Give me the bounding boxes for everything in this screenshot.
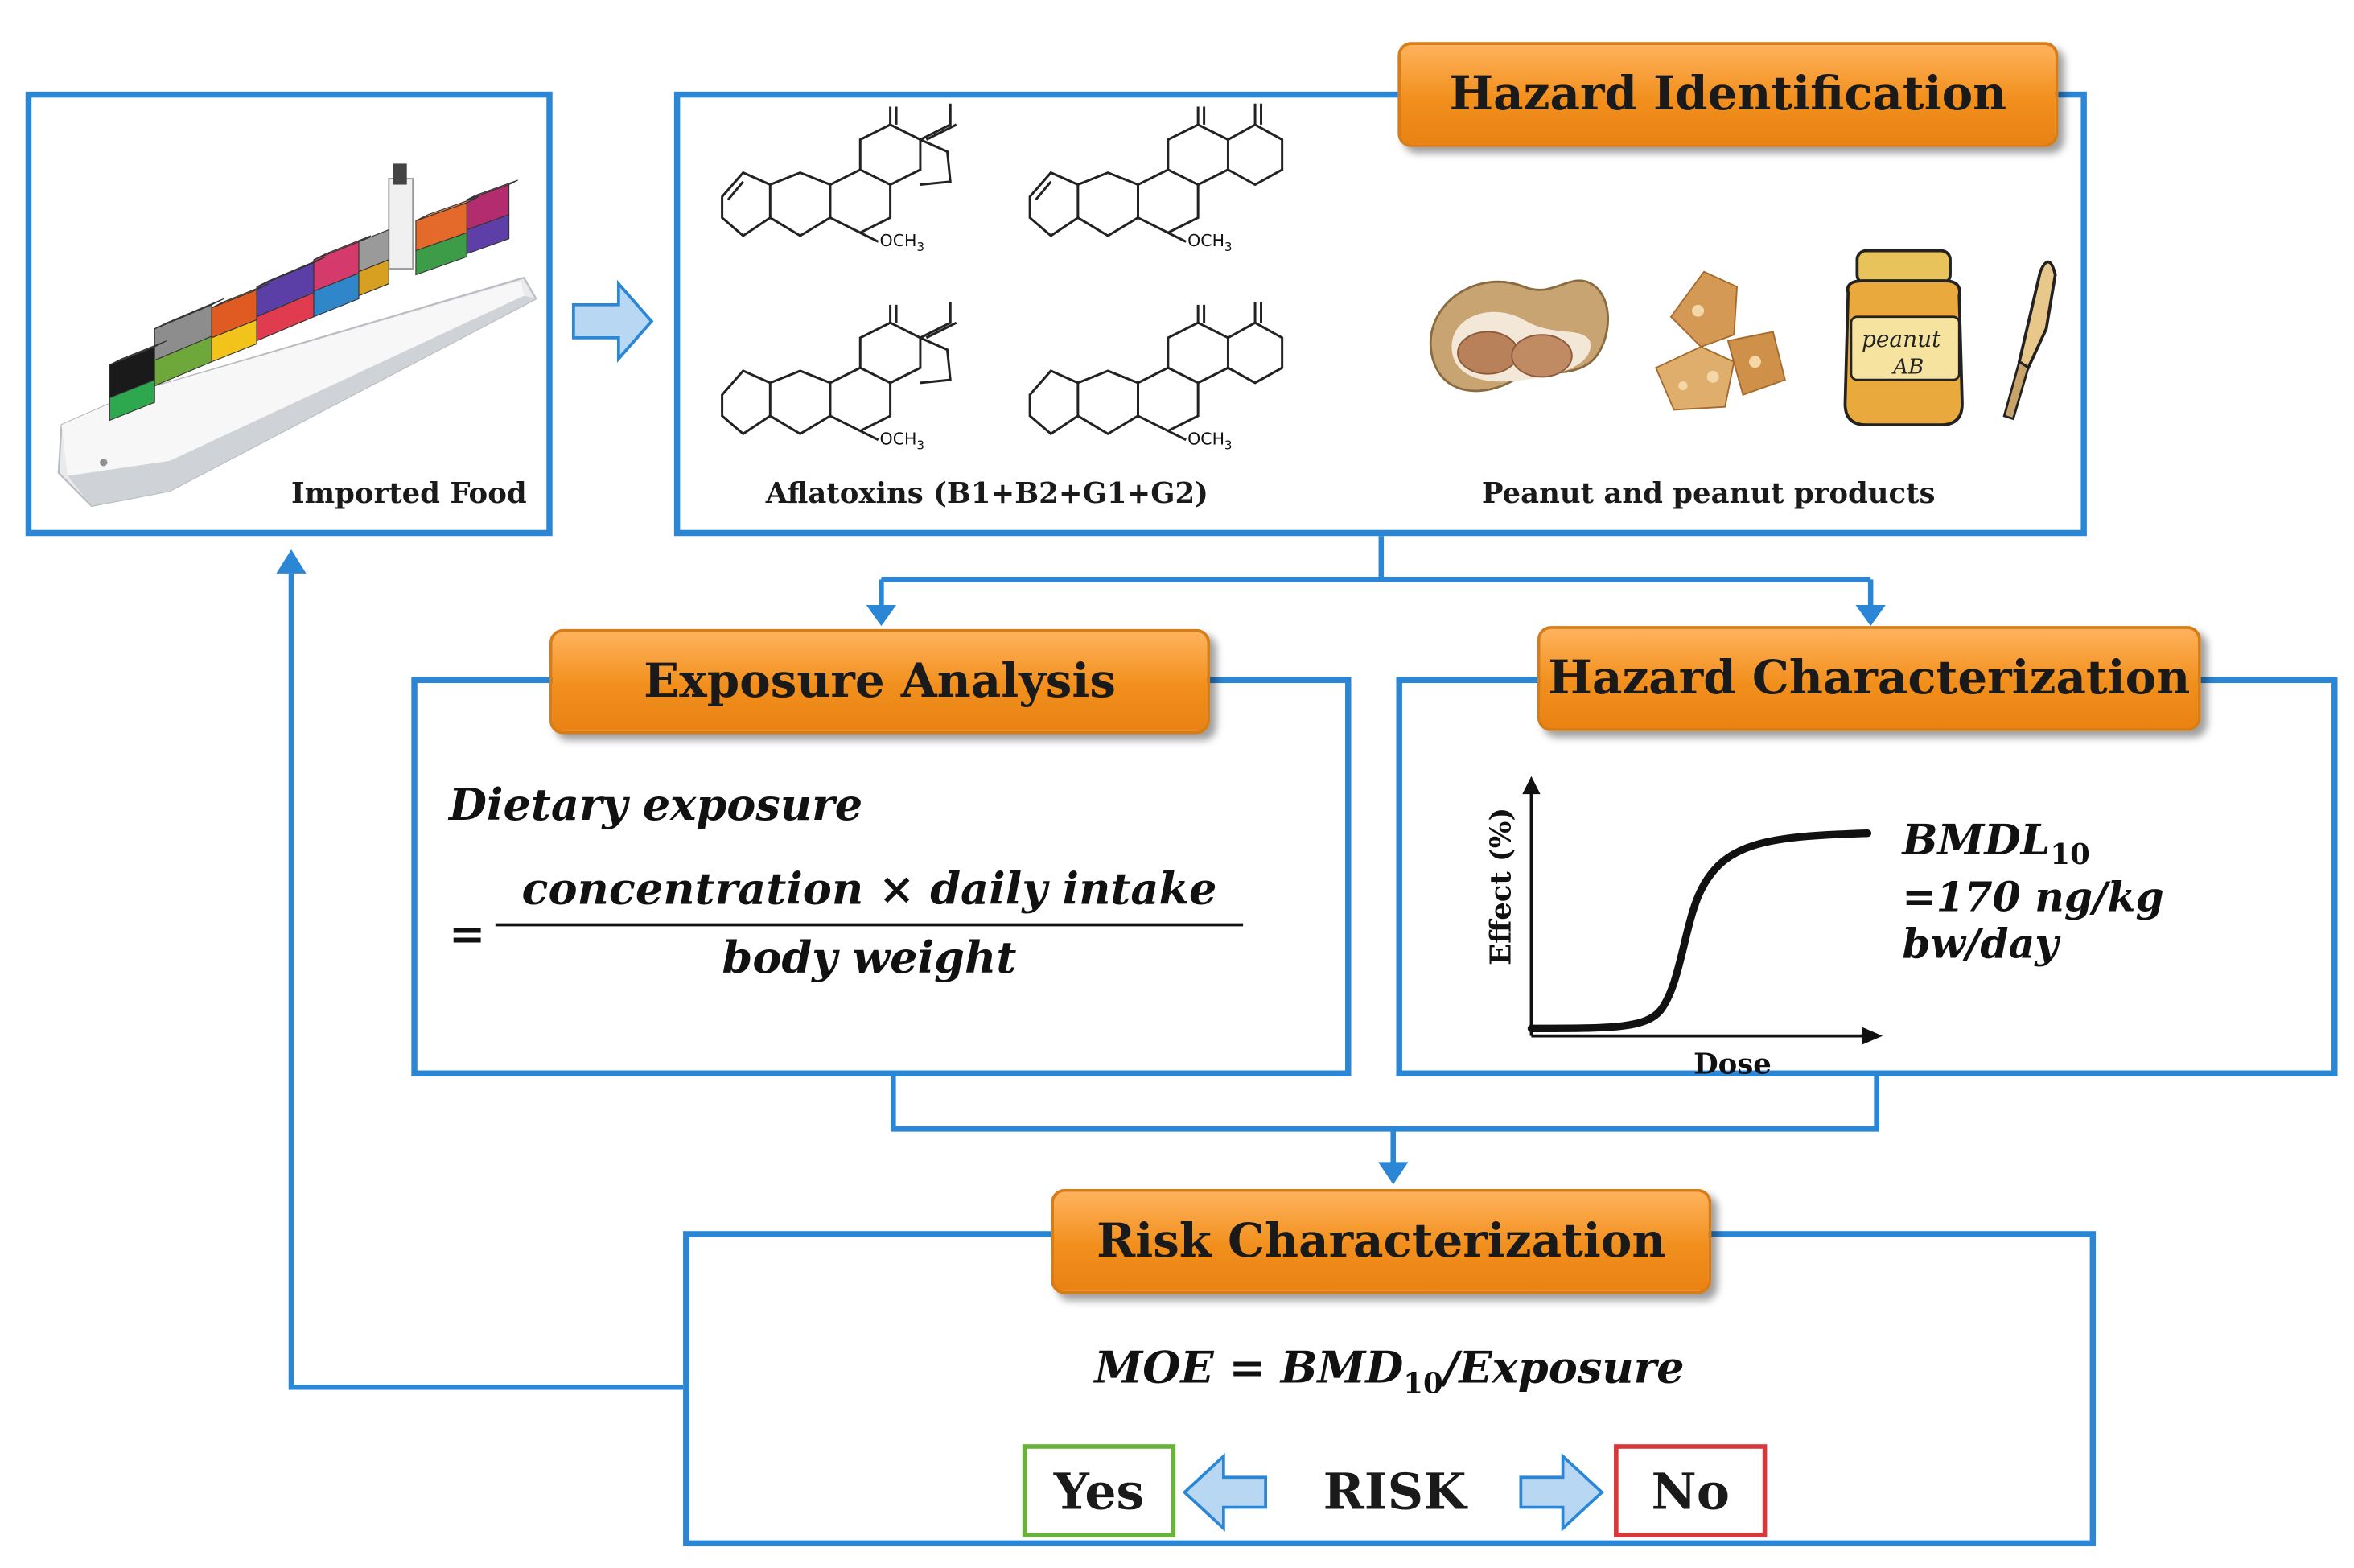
hazard-identification-header: Hazard Identification — [1397, 42, 2059, 147]
arrowhead-risk — [1378, 1162, 1409, 1185]
risk-arrows — [1182, 1452, 1267, 1532]
arrowhead-imported-food — [276, 549, 307, 574]
aflatoxin-g2-structure — [1028, 302, 1284, 442]
exposure-fraction: concentration × daily intake body weight — [495, 863, 1244, 984]
x-axis-arrowhead — [1861, 1027, 1883, 1045]
hazard-characterization-box: Effect (%) Dose BMDL10 =170 ng/kg bw/day — [1396, 677, 2338, 1080]
bmdl-value: =170 ng/kg bw/day — [1902, 875, 2164, 969]
och3-label-2: OCH3 — [1187, 231, 1233, 254]
risk-arrows-right — [1519, 1452, 1604, 1532]
peanut-products-illustration: peanut AB — [1429, 249, 2057, 426]
merge-connector — [891, 1076, 1879, 1164]
risk-characterization-header: Risk Characterization — [1051, 1188, 1712, 1294]
arrow-left-to-yes-icon — [1182, 1452, 1267, 1532]
equals-sign: = — [448, 907, 486, 960]
aflatoxin-g1-structure — [1028, 103, 1284, 243]
hazard-identification-box: OCH3 OCH3 OCH3 OCH3 — [673, 91, 2087, 537]
risk-label: RISK — [1323, 1461, 1467, 1521]
exposure-analysis-box: Dietary exposure = concentration × daily… — [411, 677, 1352, 1076]
peanut-products-label: Peanut and peanut products — [1481, 477, 1936, 511]
exposure-analysis-header: Exposure Analysis — [549, 628, 1211, 735]
cargo-ship-illustration — [57, 163, 537, 508]
dose-response-curve — [1527, 829, 1872, 1032]
arrowhead-exposure — [866, 605, 897, 627]
dose-response-chart: Effect (%) Dose — [1484, 776, 1883, 1080]
aflatoxin-b2-structure — [721, 302, 957, 442]
imported-food-box: Imported Food — [25, 91, 553, 537]
svg-text:peanut: peanut — [1862, 326, 1941, 352]
fraction-denominator: body weight — [722, 932, 1017, 984]
och3-label-3: OCH3 — [879, 429, 924, 453]
och3-label-4: OCH3 — [1187, 429, 1233, 453]
x-axis-label: Dose — [1693, 1047, 1772, 1080]
och3-label-1: OCH3 — [879, 231, 924, 254]
aflatoxin-structures — [721, 103, 1284, 442]
feedback-loop — [288, 573, 686, 1390]
split-connector — [881, 534, 1871, 582]
arrowhead-hazard-char — [1855, 605, 1886, 627]
bmdl-label: BMDL10 — [1902, 815, 2090, 872]
y-axis-arrowhead — [1522, 776, 1541, 795]
moe-formula: MOE = BMD10/Exposure — [1094, 1342, 1685, 1401]
peanut-butter-jar-icon: peanut AB — [1843, 249, 1964, 426]
yes-result-box: Yes — [1022, 1444, 1176, 1537]
hazard-characterization-header: Hazard Characterization — [1537, 626, 2201, 731]
svg-text:AB: AB — [1891, 356, 1924, 380]
y-axis-label: Effect (%) — [1484, 808, 1517, 965]
peanut-shell-icon — [1429, 279, 1609, 393]
imported-food-label: Imported Food — [291, 477, 527, 511]
dietary-exposure-label: Dietary exposure — [448, 779, 863, 830]
peanut-brittle-icon — [1655, 270, 1786, 411]
butter-knife-icon — [2002, 260, 2057, 421]
aflatoxins-label: Aflatoxins (B1+B2+G1+G2) — [765, 477, 1208, 511]
arrow-right-to-no-icon — [1519, 1452, 1604, 1532]
aflatoxin-b1-structure — [721, 103, 957, 243]
fraction-numerator: concentration × daily intake — [495, 863, 1244, 927]
no-result-box: No — [1614, 1444, 1768, 1537]
